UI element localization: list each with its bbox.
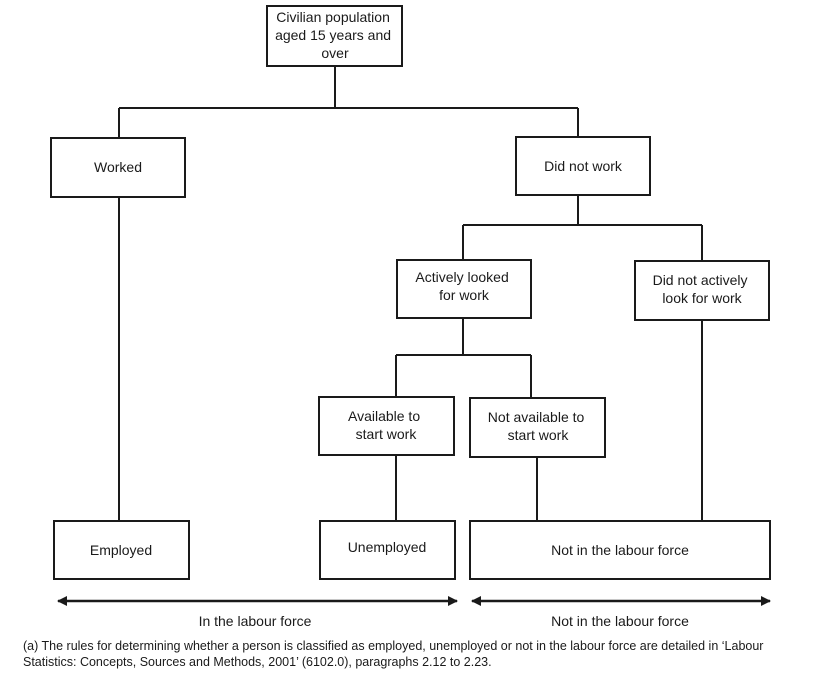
range-not-in-labour-force-label: Not in the labour force xyxy=(551,613,689,629)
node-did-not-actively-look-line-1: Did not actively xyxy=(653,272,748,288)
svg-text:Not in the labour force: Not in the labour force xyxy=(551,542,689,558)
node-unemployed-line-1: Unemployed xyxy=(348,539,427,555)
node-did-not-work-line-1: Did not work xyxy=(544,158,623,174)
range-in-labour-force-label: In the labour force xyxy=(199,613,312,629)
svg-text:Not available to start w: Not available to start work xyxy=(488,409,588,443)
connectors xyxy=(118,66,703,521)
node-available-line-2: start work xyxy=(356,426,418,442)
node-worked-line-1: Worked xyxy=(94,159,142,175)
node-actively-looked: Actively looked for work xyxy=(396,259,532,319)
svg-text:Did not actively look fo: Did not actively look for work xyxy=(653,272,752,306)
svg-text:Available to start work: Available to start work xyxy=(348,408,424,442)
node-civilian-population: Civilian population aged 15 years and ov… xyxy=(266,5,403,67)
node-did-not-actively-look-line-2: look for work xyxy=(662,290,742,306)
node-actively-looked-line-2: for work xyxy=(439,287,490,303)
node-employed-line-1: Employed xyxy=(90,542,152,558)
svg-text:Did not work: Did not work xyxy=(544,158,623,174)
node-civilian-population-line-2: aged 15 years and xyxy=(275,27,391,43)
node-employed: Employed xyxy=(53,520,190,580)
svg-text:Employed: Employed xyxy=(90,542,152,558)
svg-text:Civilian population aged: Civilian population aged 15 years and ov… xyxy=(275,9,395,61)
svg-text:Actively looked for work: Actively looked for work xyxy=(415,269,512,303)
svg-text:Worked: Worked xyxy=(94,159,142,175)
node-did-not-work: Did not work xyxy=(515,136,651,196)
footnote: (a) The rules for determining whether a … xyxy=(23,639,764,669)
node-not-in-labour-force: Not in the labour force xyxy=(469,520,771,580)
range-not-in-labour-force: Not in the labour force xyxy=(471,596,771,629)
node-did-not-actively-look: Did not actively look for work xyxy=(634,260,770,321)
node-civilian-population-line-3: over xyxy=(321,45,349,61)
range-in-labour-force: In the labour force xyxy=(57,596,458,629)
svg-text:Unemployed: Unemployed xyxy=(348,539,427,555)
node-not-available: Not available to start work xyxy=(469,397,606,458)
node-not-available-line-1: Not available to xyxy=(488,409,585,425)
node-actively-looked-line-1: Actively looked xyxy=(415,269,508,285)
node-worked: Worked xyxy=(50,137,186,198)
node-available-line-1: Available to xyxy=(348,408,420,424)
node-not-in-labour-force-line-1: Not in the labour force xyxy=(551,542,689,558)
node-unemployed: Unemployed xyxy=(319,520,456,580)
node-civilian-population-line-1: Civilian population xyxy=(276,9,390,25)
node-not-available-line-2: start work xyxy=(508,427,570,443)
node-available: Available to start work xyxy=(318,396,455,456)
